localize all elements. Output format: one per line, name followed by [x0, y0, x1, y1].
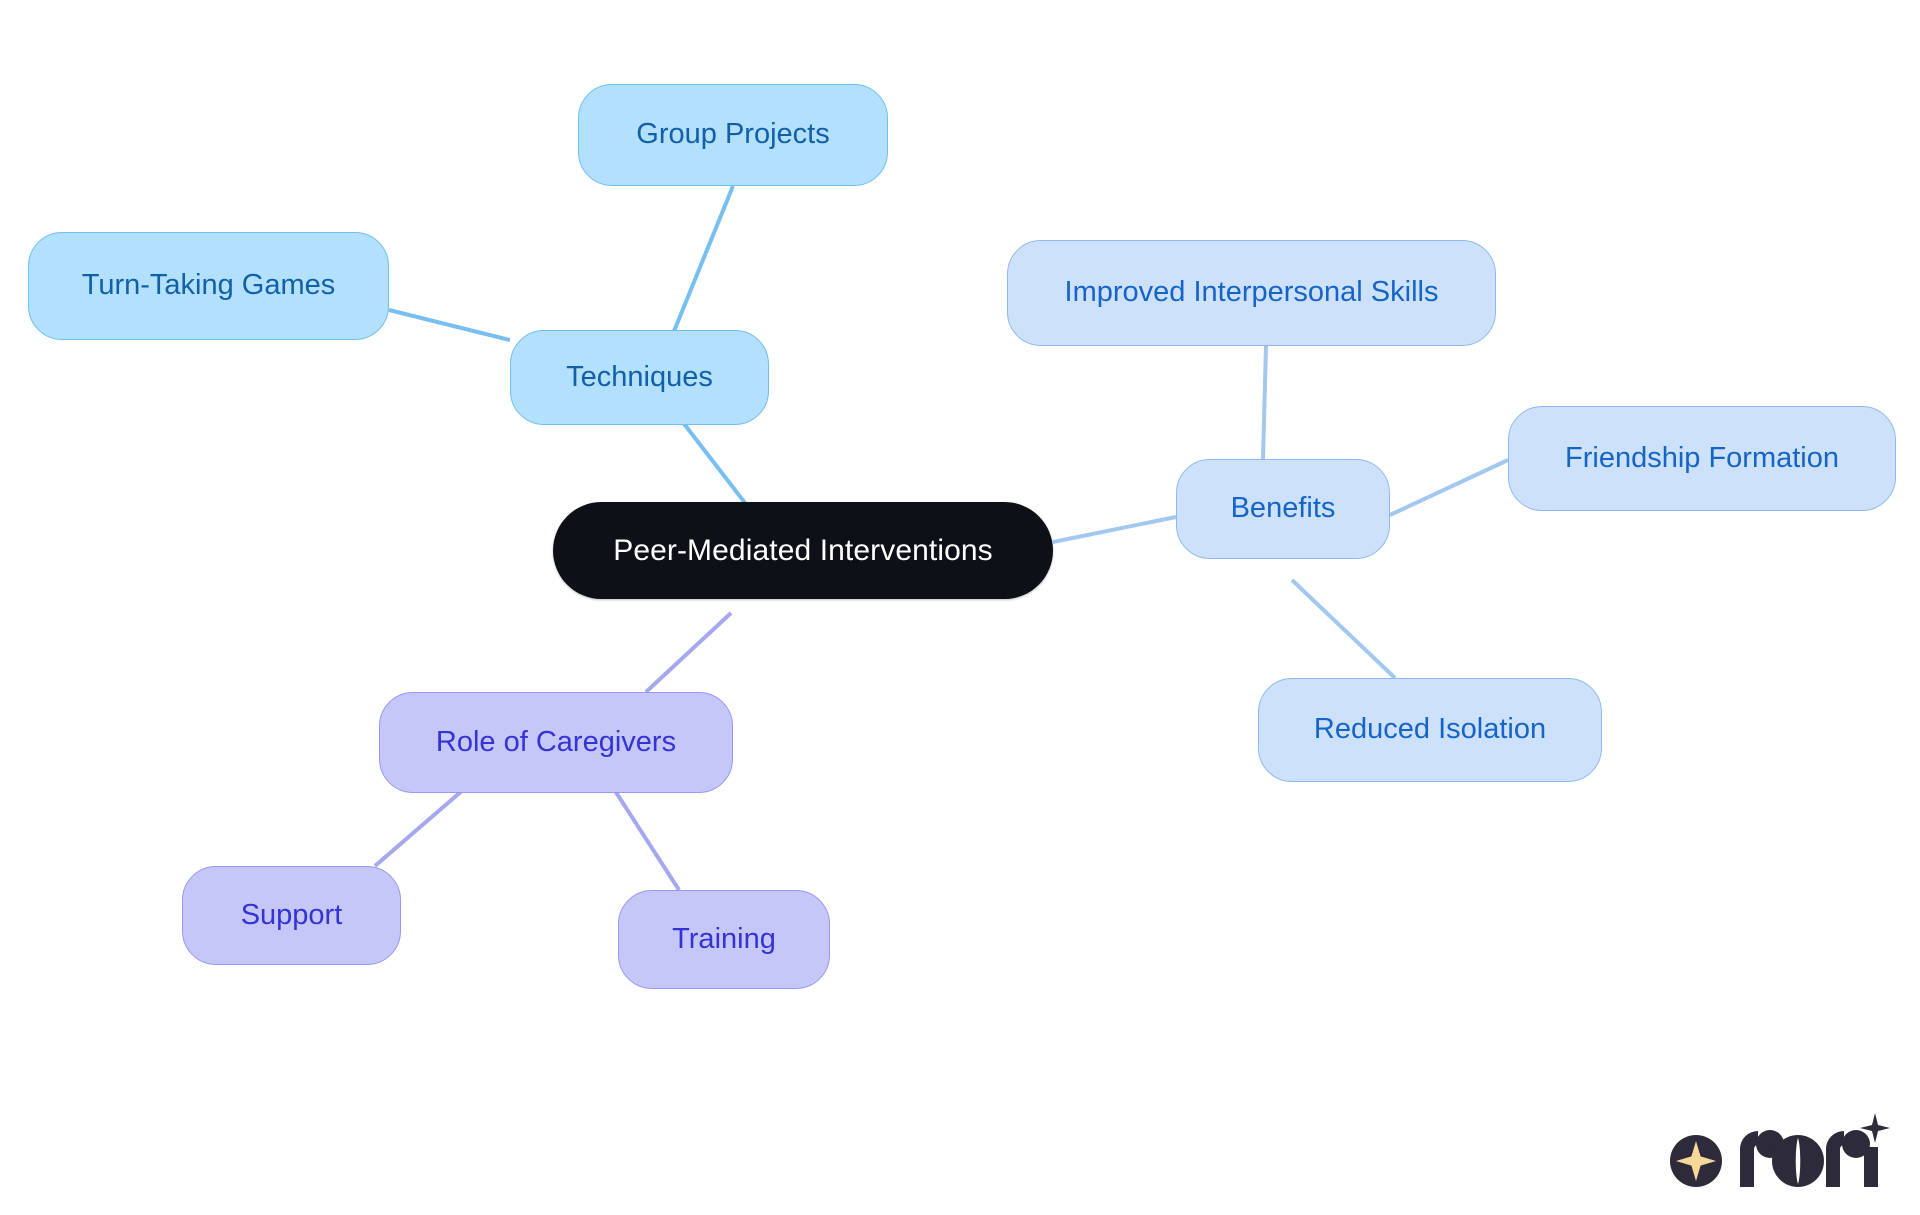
node-group-projects[interactable]: Group Projects: [578, 84, 888, 186]
node-improved-interpersonal-skills[interactable]: Improved Interpersonal Skills: [1007, 240, 1496, 346]
edge-benefits-reduced-isolation: [1290, 578, 1397, 680]
node-role-of-caregivers-label: Role of Caregivers: [435, 725, 677, 758]
node-friendship-formation-label: Friendship Formation: [1565, 441, 1839, 474]
edge-role-of-caregivers-training: [608, 781, 681, 892]
node-turn-taking-games-label: Turn-Taking Games: [81, 269, 336, 302]
node-support[interactable]: Support: [182, 866, 401, 965]
node-group-projects-label: Group Projects: [636, 118, 830, 151]
node-training[interactable]: Training: [618, 890, 830, 989]
edge-root-benefits: [1052, 515, 1177, 544]
edge-techniques-group-projects: [666, 185, 735, 347]
node-techniques[interactable]: Techniques: [510, 330, 769, 425]
node-reduced-isolation[interactable]: Reduced Isolation: [1258, 678, 1602, 782]
node-root[interactable]: Peer-Mediated Interventions: [553, 502, 1053, 599]
logo-letter-r-2: [1826, 1130, 1870, 1187]
node-techniques-label: Techniques: [566, 360, 713, 393]
edge-role-of-caregivers-support: [373, 781, 473, 868]
logo-letter-o: [1772, 1135, 1824, 1187]
node-friendship-formation[interactable]: Friendship Formation: [1508, 406, 1896, 511]
node-reduced-isolation-label: Reduced Isolation: [1313, 713, 1547, 746]
node-role-of-caregivers[interactable]: Role of Caregivers: [379, 692, 733, 793]
node-benefits-label: Benefits: [1230, 492, 1336, 525]
node-support-label: Support: [240, 898, 343, 931]
edge-root-role-of-caregivers: [644, 611, 733, 694]
node-improved-interpersonal-skills-label: Improved Interpersonal Skills: [1064, 276, 1439, 309]
logo-letter-i: [1860, 1113, 1890, 1187]
node-turn-taking-games[interactable]: Turn-Taking Games: [28, 232, 389, 340]
edge-benefits-friendship-formation: [1389, 458, 1509, 517]
node-training-label: Training: [672, 922, 776, 955]
node-benefits[interactable]: Benefits: [1176, 459, 1390, 559]
logo-circle-star-icon: [1670, 1135, 1722, 1187]
edge-benefits-improved-interpersonal-skills: [1261, 345, 1268, 460]
rori-logo: [1670, 1113, 1890, 1187]
node-root-label: Peer-Mediated Interventions: [613, 534, 993, 567]
edge-techniques-turn-taking-games: [388, 308, 511, 342]
